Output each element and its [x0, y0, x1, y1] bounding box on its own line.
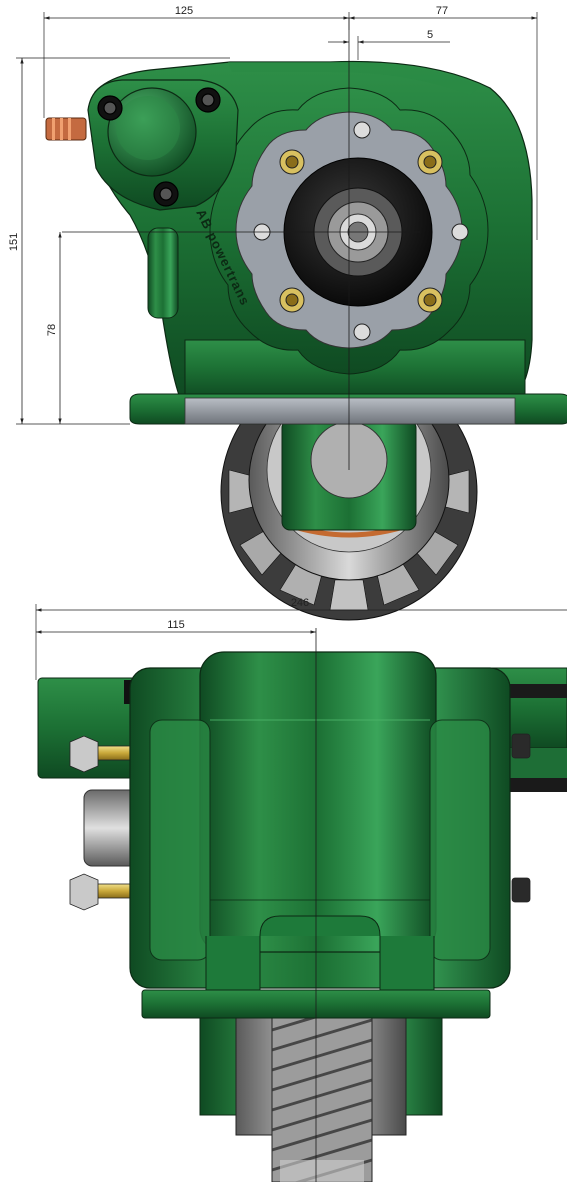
- dimension-width-left: 125: [43, 5, 350, 118]
- flange-bolts: [253, 121, 469, 341]
- dimension-label-246: 246: [291, 597, 309, 609]
- dimension-overall-length: 246: [35, 597, 567, 680]
- dimension-label-5: 5: [427, 29, 433, 41]
- top-view: AB powertrans 125 77 5: [8, 5, 567, 621]
- dimension-label-78: 78: [46, 324, 58, 336]
- dimension-label-151: 151: [8, 233, 20, 251]
- dimension-height-axis: 78: [46, 232, 62, 424]
- left-flange: [37, 677, 145, 867]
- helical-gear: [199, 998, 443, 1187]
- dimension-offset: 5: [328, 29, 450, 60]
- bearing-cover: [45, 79, 239, 211]
- dimension-height-total: 151: [8, 57, 230, 425]
- bottom-view: 246 115: [35, 597, 567, 1187]
- bottom-housing: [129, 651, 511, 991]
- dimension-width-right: 77: [349, 5, 538, 240]
- dimension-label-115: 115: [167, 619, 185, 631]
- dimension-axis-length: 115: [36, 619, 316, 634]
- dimension-label-77: 77: [436, 5, 448, 17]
- dimension-label-125: 125: [175, 5, 193, 17]
- studs: [69, 733, 531, 911]
